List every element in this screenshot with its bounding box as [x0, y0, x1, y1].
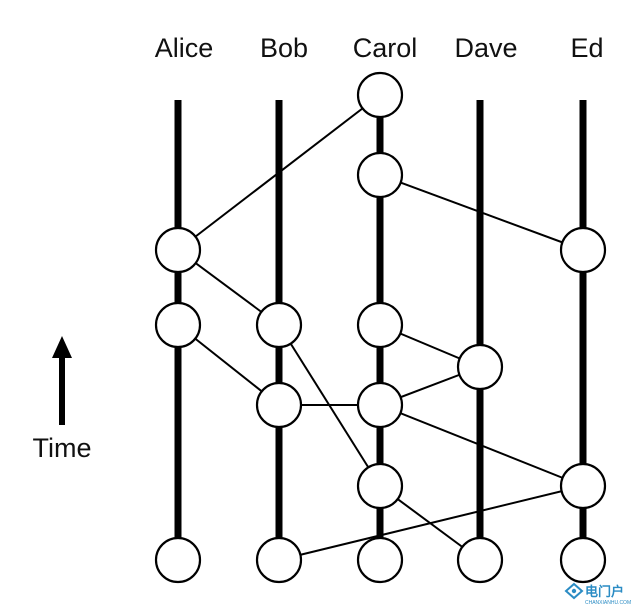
event-node-carol-c3: [356, 301, 404, 349]
message-edge-c4-e2: [379, 404, 584, 487]
event-nodes: [154, 71, 607, 584]
event-node-alice-a0: [154, 536, 202, 584]
participant-label-dave: Dave: [454, 33, 517, 63]
participant-label-carol: Carol: [353, 33, 418, 63]
message-edge-a1-c1: [177, 94, 381, 251]
logo-subtext: CHANXIANHU.COM: [585, 600, 631, 606]
event-node-dave-d1: [456, 343, 504, 391]
event-node-bob-b0: [255, 536, 303, 584]
event-node-bob-b1: [255, 301, 303, 349]
logo-icon: [564, 582, 584, 600]
event-node-carol-c2: [356, 151, 404, 199]
event-node-carol-c1: [356, 71, 404, 119]
event-node-dave-d0: [456, 536, 504, 584]
event-node-ed-e0: [559, 536, 607, 584]
event-node-alice-a2: [154, 301, 202, 349]
participant-label-alice: Alice: [155, 33, 214, 63]
event-node-carol-c0: [356, 536, 404, 584]
participant-label-ed: Ed: [570, 33, 603, 63]
watermark-logo: 电门户 CHANXIANHU.COM: [564, 582, 631, 606]
event-node-alice-a1: [154, 226, 202, 274]
logo-text: 电门户: [585, 584, 624, 599]
time-axis-label: Time: [33, 433, 92, 463]
event-node-carol-c4: [356, 381, 404, 429]
event-node-ed-e2: [559, 462, 607, 510]
event-node-carol-c5: [356, 462, 404, 510]
time-arrow: [52, 336, 72, 425]
event-node-bob-b2: [255, 381, 303, 429]
message-edge-c2-e1: [379, 174, 584, 251]
event-node-ed-e1: [559, 226, 607, 274]
participant-label-bob: Bob: [260, 33, 308, 63]
